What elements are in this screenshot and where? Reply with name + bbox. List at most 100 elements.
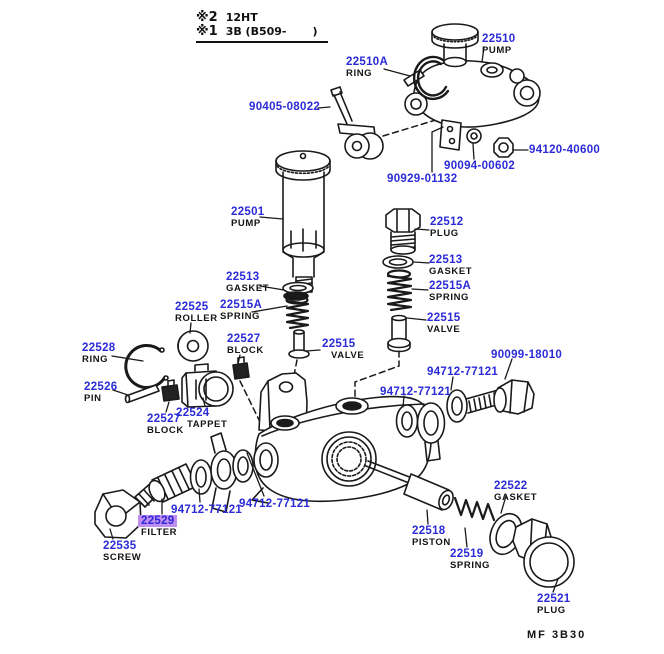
part-number-90099-18010[interactable]: 90099-18010 [491, 349, 563, 361]
part-number-94712-77121-c[interactable]: 94712-77121 [239, 498, 311, 510]
roller-drawing [177, 330, 209, 362]
part-name-22513-right: GASKET [429, 266, 473, 277]
part-number-22529-selected[interactable]: 22529 [138, 515, 178, 527]
spring-right-drawing [386, 269, 413, 312]
part-name-22513-left: GASKET [226, 283, 270, 294]
inlet-screw-filter-chain-drawing [94, 432, 254, 539]
part-number-22501[interactable]: 22501 [231, 206, 265, 218]
part-name-22518: PISTON [412, 537, 451, 548]
outlet-washers-bolt-chain-drawing [395, 379, 535, 462]
part-number-90405-08022[interactable]: 90405-08022 [249, 101, 321, 113]
block-left-drawing [161, 379, 180, 402]
part-number-94712-77121-a[interactable]: 94712-77121 [427, 366, 499, 378]
part-number-22512[interactable]: 22512 [430, 216, 464, 228]
part-name-22529: FILTER [141, 527, 178, 538]
note-engine-12ht: 12HT [225, 11, 258, 24]
part-name-22526: PIN [84, 393, 102, 404]
feed-pump-assembly-drawing [403, 23, 541, 128]
part-number-22519[interactable]: 22519 [450, 548, 484, 560]
part-number-22526[interactable]: 22526 [84, 381, 118, 393]
part-name-22524: TAPPET [187, 419, 228, 430]
label-94712-77121-d: 94712-77121 [171, 504, 242, 516]
snap-ring-drawing [124, 344, 169, 389]
bracket-drawing [439, 119, 462, 151]
part-name-22535: SCREW [103, 552, 142, 563]
part-number-22515-left[interactable]: 22515 [322, 338, 356, 350]
part-number-22510[interactable]: 22510 [482, 33, 516, 45]
gasket-right-drawing [382, 255, 414, 269]
part-number-22528[interactable]: 22528 [82, 342, 116, 354]
note-engine-3b: 3B (B509- [225, 25, 287, 38]
part-number-22513-left[interactable]: 22513 [226, 271, 260, 283]
label-94712-77121-a: 94712-77121 [427, 366, 498, 378]
part-number-22518[interactable]: 22518 [412, 525, 446, 537]
part-number-94712-77121-d[interactable]: 94712-77121 [171, 504, 243, 516]
part-name-22527-upper: BLOCK [227, 345, 264, 356]
page-code: MF 3B30 [527, 629, 587, 641]
block-right-drawing [232, 356, 250, 380]
part-number-22525[interactable]: 22525 [175, 301, 209, 313]
part-number-94120-40600[interactable]: 94120-40600 [529, 144, 601, 156]
label-90094-00602: 90094-00602 [444, 160, 515, 172]
label-90405-08022: 90405-08022 [249, 101, 320, 113]
part-name-22510a: RING [346, 68, 373, 79]
part-number-22524[interactable]: 22524 [176, 407, 210, 419]
part-number-22515-right[interactable]: 22515 [427, 312, 461, 324]
part-name-22522: GASKET [494, 492, 538, 503]
engine-application-notes: ※2 12HT ※1 3B (B509- ) [196, 11, 328, 43]
part-number-22515a-right[interactable]: 22515A [429, 280, 472, 292]
note-close-paren: ) [312, 25, 318, 38]
part-number-90929-01132[interactable]: 90929-01132 [387, 173, 458, 185]
part-number-22513-right[interactable]: 22513 [429, 254, 463, 266]
grommet-drawing [466, 128, 482, 144]
label-94712-77121-c: 94712-77121 [239, 498, 310, 510]
nut-drawing [493, 137, 514, 158]
part-name-22521: PLUG [537, 605, 566, 616]
part-name-22515-right: VALVE [427, 324, 461, 335]
part-number-94712-77121-b[interactable]: 94712-77121 [380, 386, 452, 398]
part-name-22519: SPRING [450, 560, 491, 571]
reference-mark-1: ※1 [196, 24, 218, 39]
part-name-22525: ROLLER [175, 313, 218, 324]
tappet-drawing [181, 363, 234, 408]
part-name-22528: RING [82, 354, 109, 365]
valve-right-drawing [387, 314, 411, 353]
primer-pump-drawing [275, 150, 331, 293]
part-number-22515a-left[interactable]: 22515A [220, 299, 263, 311]
part-number-22522[interactable]: 22522 [494, 480, 528, 492]
part-number-22527-lower[interactable]: 22527 [147, 413, 181, 425]
part-number-22535[interactable]: 22535 [103, 540, 137, 552]
plug-22512-drawing [385, 208, 421, 255]
part-name-22515a-right: SPRING [429, 292, 470, 303]
part-number-90094-00602[interactable]: 90094-00602 [444, 160, 516, 172]
reference-mark-2: ※2 [196, 10, 218, 25]
label-90099-18010: 90099-18010 [491, 349, 562, 361]
spring-left-drawing [285, 295, 310, 330]
part-number-22510a[interactable]: 22510A [346, 56, 389, 68]
part-name-22501: PUMP [231, 218, 261, 229]
gasket-left-drawing [282, 281, 314, 301]
label-90929-01132: 90929-01132 [387, 173, 457, 185]
part-number-22527-upper[interactable]: 22527 [227, 333, 261, 345]
part-name-22510: PUMP [482, 45, 512, 56]
part-number-22521[interactable]: 22521 [537, 593, 571, 605]
